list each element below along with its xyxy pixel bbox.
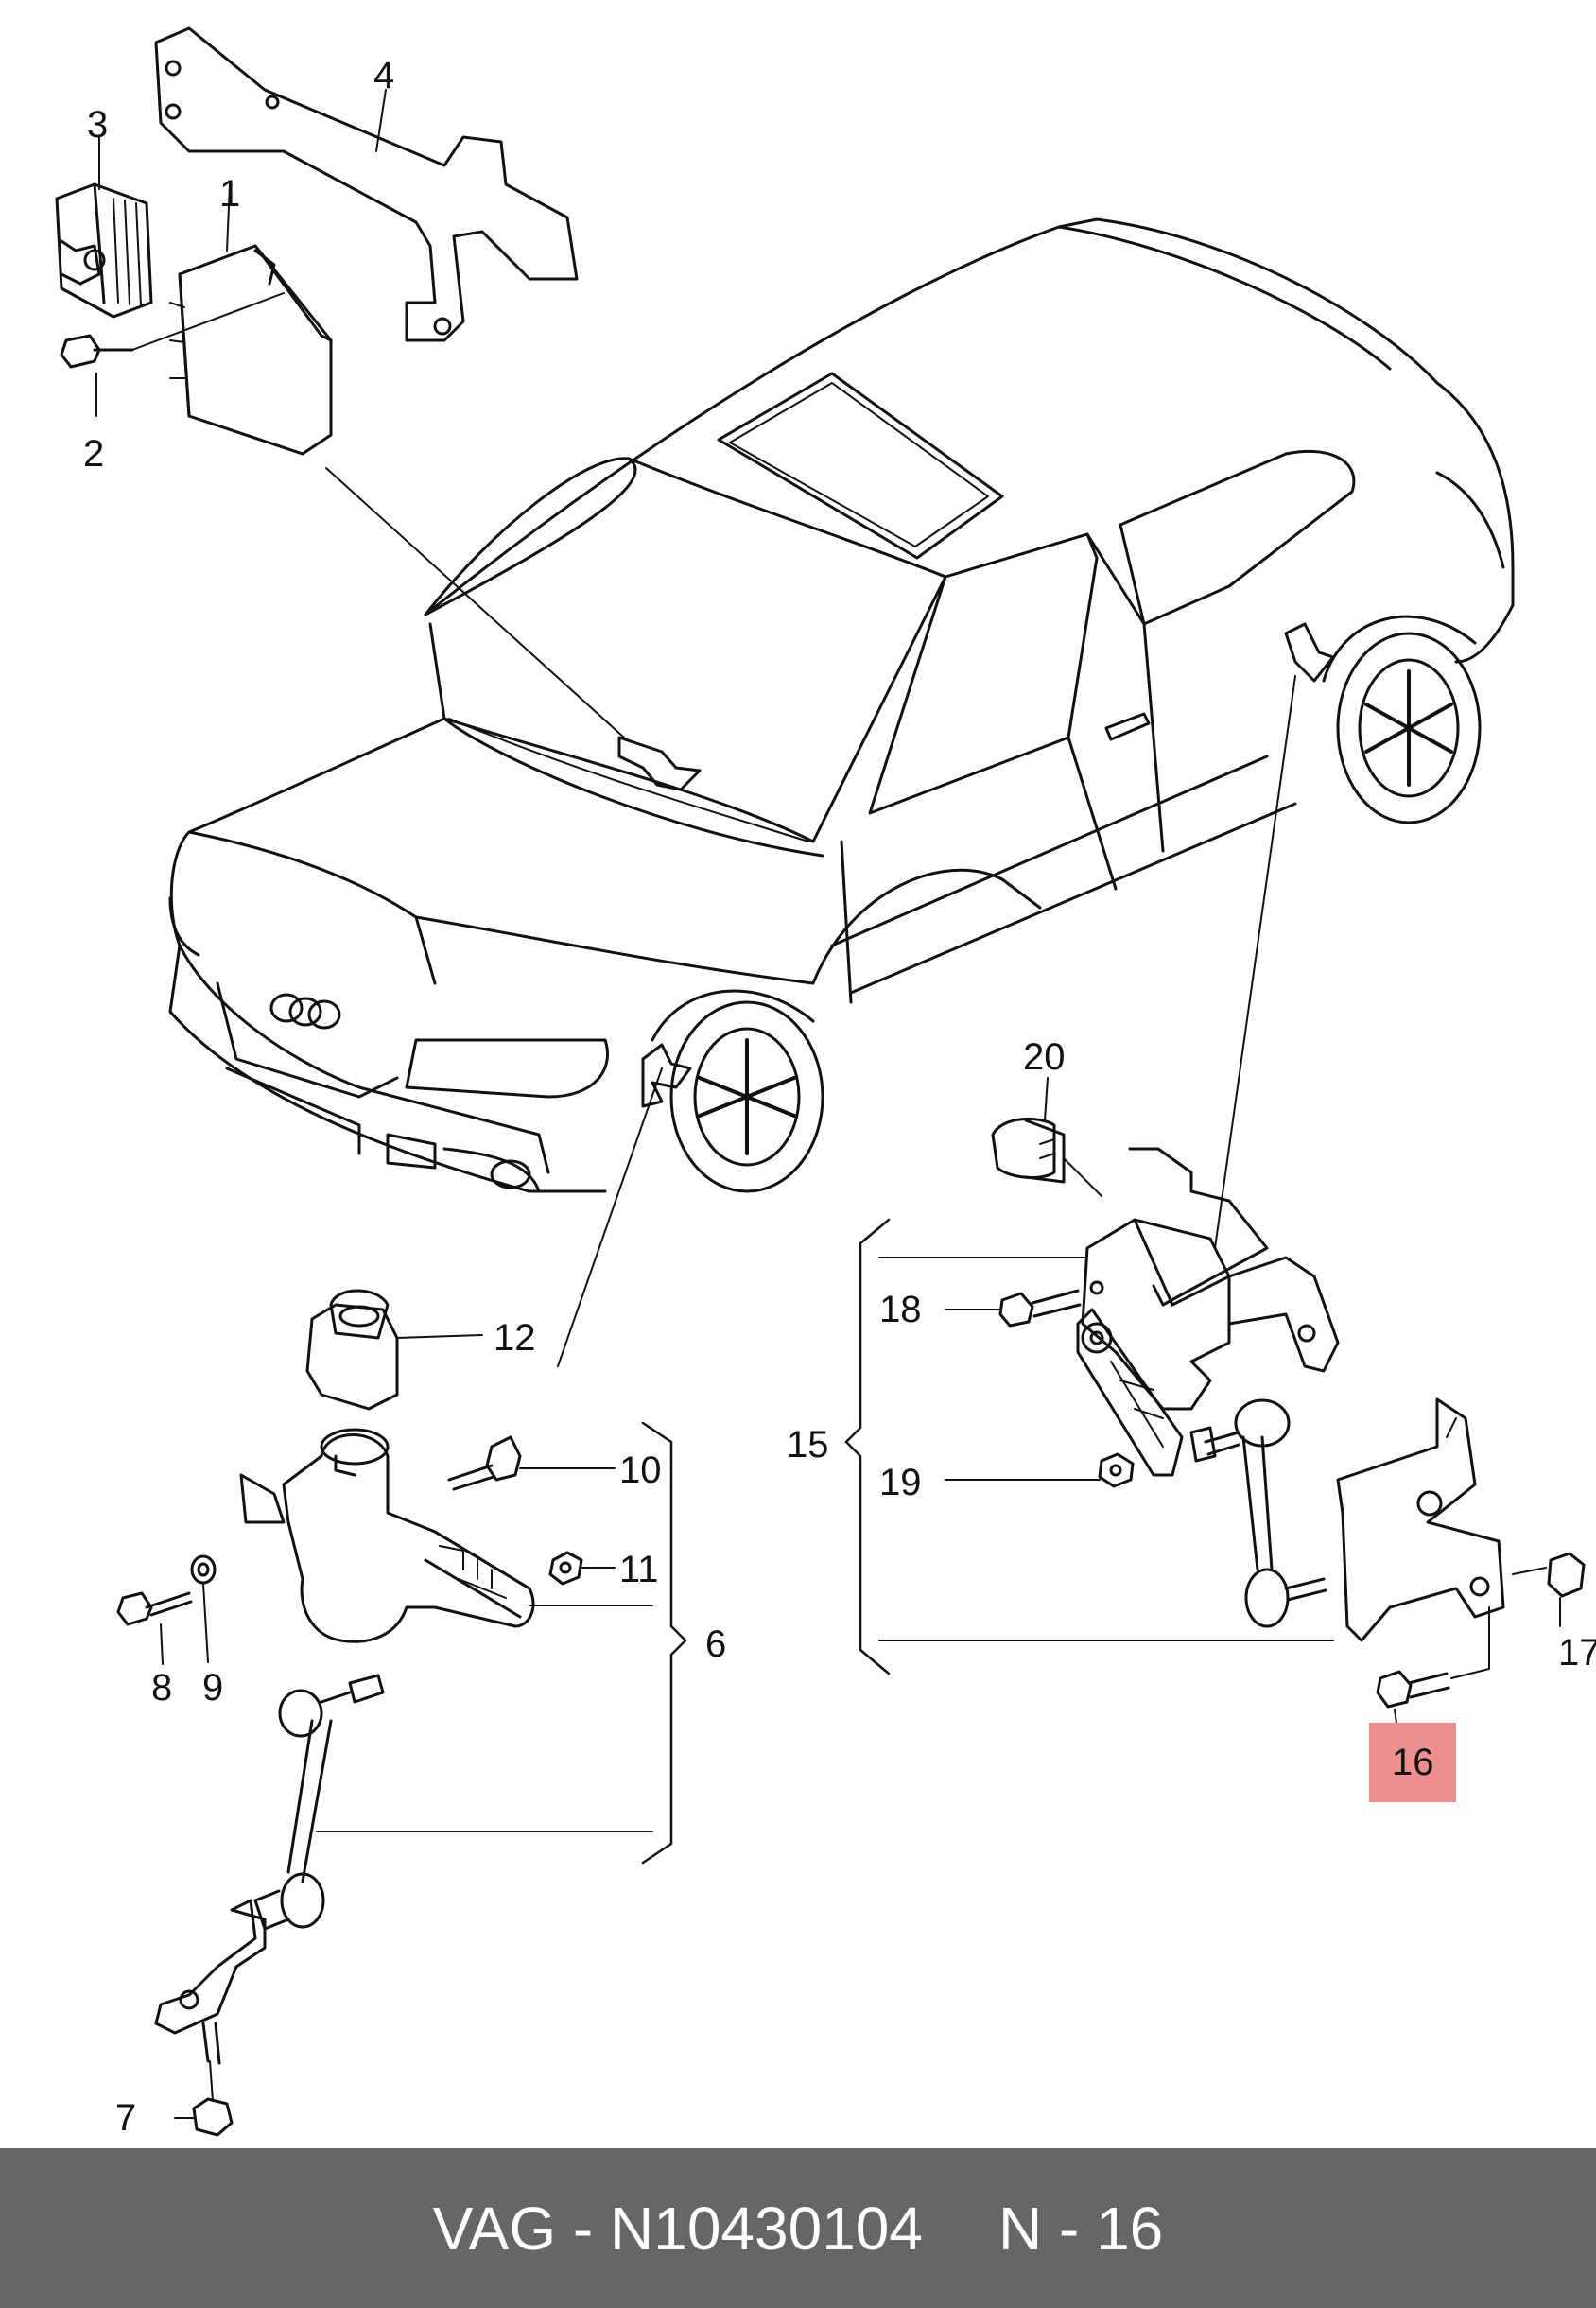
- label-part-18: 18: [879, 1289, 922, 1330]
- part-bolt-10: [447, 1435, 522, 1491]
- bracket-group-6: [641, 1421, 687, 1865]
- leader-lines: [95, 89, 1490, 2119]
- label-part-1: 1: [219, 173, 241, 215]
- footer-position: N - 16: [998, 2194, 1164, 2263]
- label-part-7: 7: [115, 2097, 137, 2139]
- label-part-11: 11: [619, 1549, 659, 1590]
- part-boot-12: [305, 1289, 399, 1411]
- part-sensor-assembly-15: [991, 675, 1505, 1642]
- label-part-8: 8: [151, 1667, 173, 1709]
- footer-bar: VAG - N10430104 N - 16: [0, 2148, 1596, 2308]
- part-washer-9: [190, 1554, 217, 1585]
- bracket-group-15: [844, 1218, 891, 1675]
- parts-diagram: [55, 26, 1586, 2137]
- label-part-9: 9: [202, 1667, 224, 1709]
- part-nut-7: [192, 2060, 234, 2137]
- label-part-20: 20: [1023, 1036, 1066, 1078]
- label-part-6: 6: [705, 1623, 727, 1665]
- part-nut-11: [548, 1551, 583, 1586]
- footer-part-number: VAG - N10430104: [432, 2194, 923, 2263]
- part-bolt-18: [998, 1280, 1104, 1328]
- part-connector-3: [55, 182, 153, 319]
- label-part-17: 17: [1558, 1632, 1596, 1674]
- part-nut-19: [1098, 1452, 1135, 1488]
- highlight-part-16: [1369, 1723, 1456, 1802]
- label-part-3: 3: [87, 104, 109, 146]
- label-part-16: 16: [1392, 1742, 1434, 1783]
- label-part-2: 2: [83, 433, 105, 475]
- part-sensor-assembly-6: [154, 1067, 663, 2065]
- car-illustration: [168, 217, 1515, 1193]
- label-part-4: 4: [373, 55, 395, 96]
- part-bracket-4: [154, 26, 579, 342]
- part-bolt-16: [1376, 1670, 1450, 1731]
- part-bolt-2: [60, 334, 134, 369]
- label-part-10: 10: [619, 1449, 662, 1491]
- label-part-19: 19: [879, 1462, 922, 1503]
- part-nut-17: [1512, 1552, 1586, 1627]
- label-part-12: 12: [494, 1317, 536, 1359]
- label-part-15: 15: [787, 1424, 829, 1466]
- part-bolt-8: [116, 1591, 193, 1626]
- part-control-unit: [169, 244, 333, 456]
